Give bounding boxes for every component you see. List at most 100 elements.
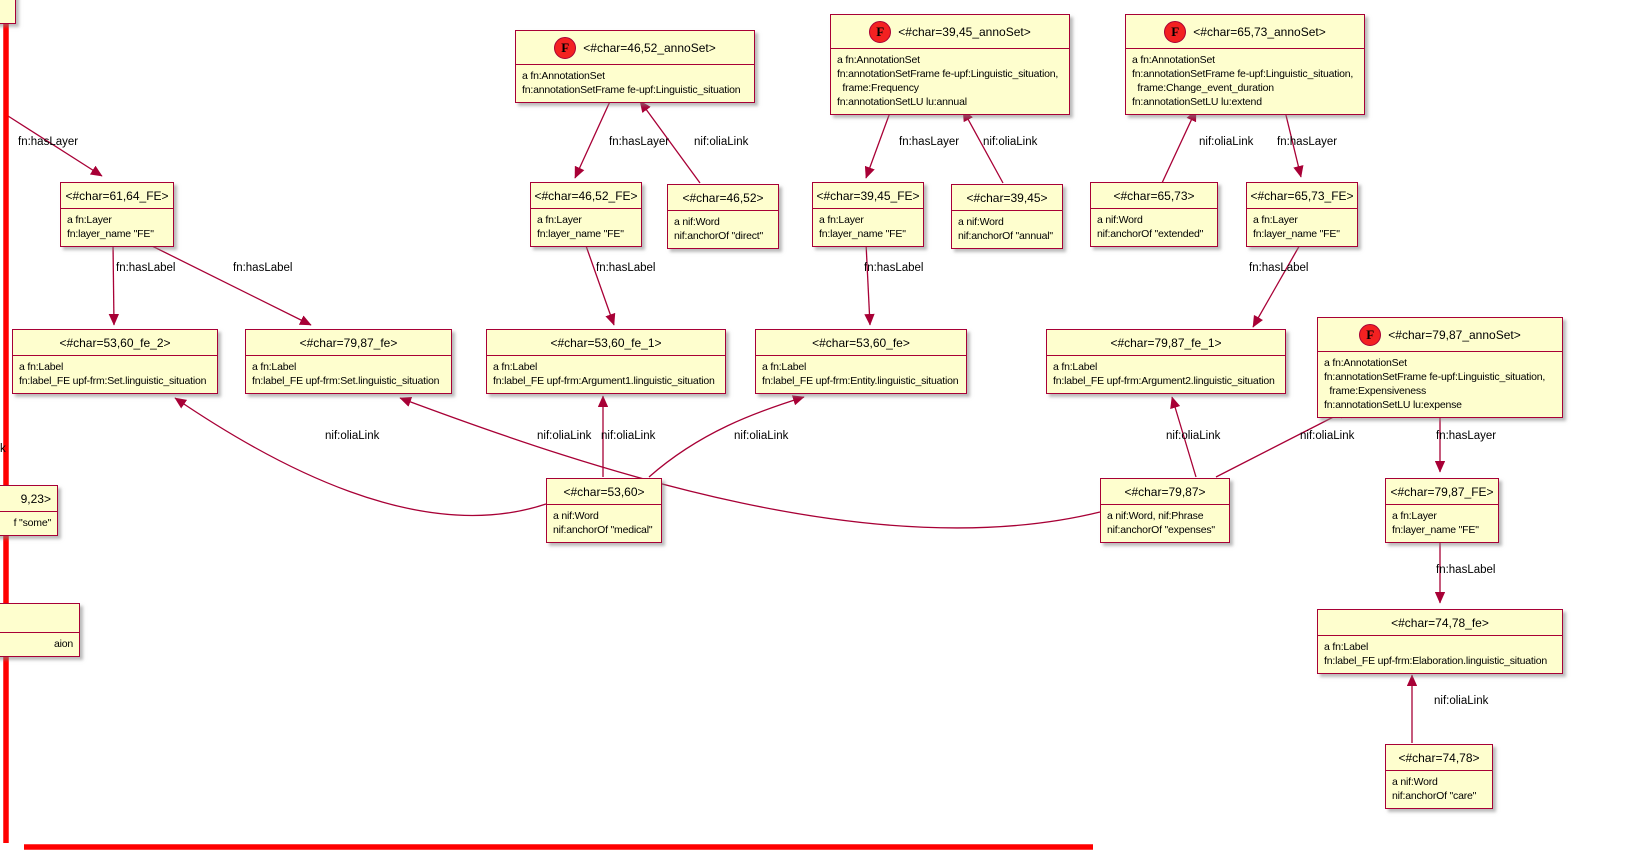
- edge-olialink-53-60-fe-2: [174, 397, 547, 517]
- node-line: nif:anchorOf "care": [1392, 790, 1477, 802]
- node-line: fn:label_FE upf-frm:Set.linguistic_situa…: [252, 375, 440, 387]
- node-title: <#char=46,52_annoSet>: [583, 41, 716, 55]
- node-line: a nif:Word, nif:Phrase: [1107, 510, 1204, 522]
- node-line: fn:annotationSetLU lu:annual: [837, 96, 967, 108]
- node-line: a fn:Label: [252, 361, 297, 373]
- edge-haslayer-39-45: [864, 106, 893, 179]
- node-79-87-annoset: F<#char=79,87_annoSet> a fn:AnnotationSe…: [1317, 317, 1563, 418]
- node-line: a fn:AnnotationSet: [522, 70, 605, 82]
- node-title: <#char=79,87_fe_1>: [1110, 336, 1222, 350]
- edge-olialink-39-45: [962, 109, 1004, 184]
- node-title: <#char=39,45_annoSet>: [898, 25, 1031, 39]
- node-line: fn:annotationSetFrame fe-upf:Linguistic_…: [1324, 371, 1546, 383]
- edge-haslabel-79-87-fe-1: [1252, 242, 1302, 328]
- node-title: 9,23>: [20, 492, 51, 506]
- node-line: a fn:Layer: [67, 214, 112, 226]
- node-line: fn:annotationSetFrame fe-upf:Linguistic_…: [522, 84, 741, 96]
- edge-label: nif:oliaLink: [734, 430, 789, 442]
- node-line: fn:label_FE upf-frm:Set.linguistic_situa…: [19, 375, 207, 387]
- node-line: fn:layer_name "FE": [1253, 228, 1340, 240]
- node-title: <#char=53,60>: [563, 485, 645, 499]
- node-line: nif:anchorOf "extended": [1097, 228, 1204, 240]
- edge-label: fn:hasLabel: [233, 262, 293, 274]
- node-line: a fn:Layer: [819, 214, 864, 226]
- node-79-87-fe-1: <#char=79,87_fe_1> a fn:Label fn:label_FE…: [1046, 329, 1286, 394]
- node-title: <#char=39,45>: [966, 191, 1048, 205]
- edge-haslayer-46-52: [574, 96, 613, 179]
- frame-spot-icon: F: [869, 21, 892, 43]
- node-line: a fn:Label: [762, 361, 807, 373]
- node-title: <#char=79,87_annoSet>: [1388, 328, 1521, 342]
- node-title: <#char=79,87>: [1124, 485, 1206, 499]
- edge-label: nif:oliaLink: [325, 430, 380, 442]
- edge-label: fn:hasLabel: [116, 262, 176, 274]
- node-line: a fn:AnnotationSet: [1132, 54, 1215, 66]
- edge-label: fn:hasLabel: [1436, 564, 1496, 576]
- node-line: aion: [53, 638, 73, 650]
- node-line: frame:Frequency: [837, 82, 919, 94]
- node-title: <#char=46,52_FE>: [534, 189, 638, 203]
- node-line: fn:layer_name "FE": [537, 228, 624, 240]
- edge-label: fn:hasLayer: [1436, 430, 1497, 442]
- node-line: a fn:Label: [1053, 361, 1098, 373]
- node-line: fn:label_FE upf-frm:Argument1.linguistic…: [493, 375, 715, 387]
- node-line: frame:Change_event_duration: [1132, 82, 1274, 94]
- node-line: fn:label_FE upf-frm:Entity.linguistic_si…: [762, 375, 959, 387]
- node-line: fn:label_FE upf-frm:Argument2.linguistic…: [1053, 375, 1275, 387]
- node-74-78-word: <#char=74,78> a nif:Word nif:anchorOf "ca…: [1385, 744, 1493, 809]
- edge-label: fn:hasLayer: [1277, 136, 1338, 148]
- node-line: fn:label_FE upf-frm:Elaboration.linguist…: [1324, 655, 1548, 667]
- edge-haslabel-53-60-fe-1: [584, 242, 616, 326]
- node-line: fn:layer_name "FE": [1392, 524, 1479, 536]
- node-74-78-fe: <#char=74,78_fe> a fn:Label fn:label_FE u…: [1317, 609, 1563, 674]
- edge-haslayer-61-64: [7, 115, 103, 177]
- edge-olialink-79-87-fe-1: [1170, 396, 1197, 478]
- node-title: <#char=74,78>: [1398, 751, 1480, 765]
- node-line: fn:layer_name "FE": [819, 228, 906, 240]
- node-line: nif:anchorOf "direct": [674, 230, 764, 242]
- edge-label: nif:oliaLink: [694, 136, 749, 148]
- node-line: f "some": [13, 517, 52, 529]
- edge-label: nif:oliaLink: [1300, 430, 1355, 442]
- node-title: <#char=65,73_annoSet>: [1193, 25, 1326, 39]
- node-line: a fn:Label: [493, 361, 538, 373]
- node-line: fn:annotationSetFrame fe-upf:Linguistic_…: [1132, 68, 1354, 80]
- edge-label: fn:hasLabel: [864, 262, 924, 274]
- node-line: a nif:Word: [1097, 214, 1143, 226]
- edge-haslabel-53-60-fe: [864, 242, 875, 326]
- node-clipped-9-23: 9,23> f "some": [0, 485, 58, 536]
- node-line: a nif:Word: [958, 216, 1004, 228]
- node-line: a fn:Layer: [1253, 214, 1298, 226]
- node-line: a nif:Word: [1392, 776, 1438, 788]
- node-line: nif:anchorOf "medical": [553, 524, 653, 536]
- node-line: fn:annotationSetLU lu:expense: [1324, 399, 1462, 411]
- edge-label: nif:oliaLink: [1166, 430, 1221, 442]
- node-title: <#char=79,87_FE>: [1390, 485, 1494, 499]
- node-39-45-word: <#char=39,45> a nif:Word nif:anchorOf "an…: [951, 184, 1063, 249]
- node-title: <#char=65,73>: [1113, 189, 1195, 203]
- node-line: a fn:Label: [1324, 641, 1369, 653]
- node-46-52-annoset: F<#char=46,52_annoSet> a fn:AnnotationSe…: [515, 30, 755, 103]
- edge-label: nif:oliaLink: [1199, 136, 1254, 148]
- node-line: nif:anchorOf "annual": [958, 230, 1053, 242]
- node-53-60-word: <#char=53,60> a nif:Word nif:anchorOf "me…: [546, 478, 662, 543]
- node-line: fn:layer_name "FE": [67, 228, 154, 240]
- node-line: a fn:AnnotationSet: [1324, 357, 1407, 369]
- frame-spot-icon: F: [1164, 21, 1187, 43]
- node-line: frame:Expensiveness: [1324, 385, 1427, 397]
- edge-haslayer-65-73: [1283, 106, 1304, 178]
- edge-olialink-53-60-fe: [648, 395, 805, 478]
- node-title: <#char=74,78_fe>: [1391, 616, 1489, 630]
- node-line: a nif:Word: [553, 510, 599, 522]
- edge-label-clipped: k: [0, 443, 6, 455]
